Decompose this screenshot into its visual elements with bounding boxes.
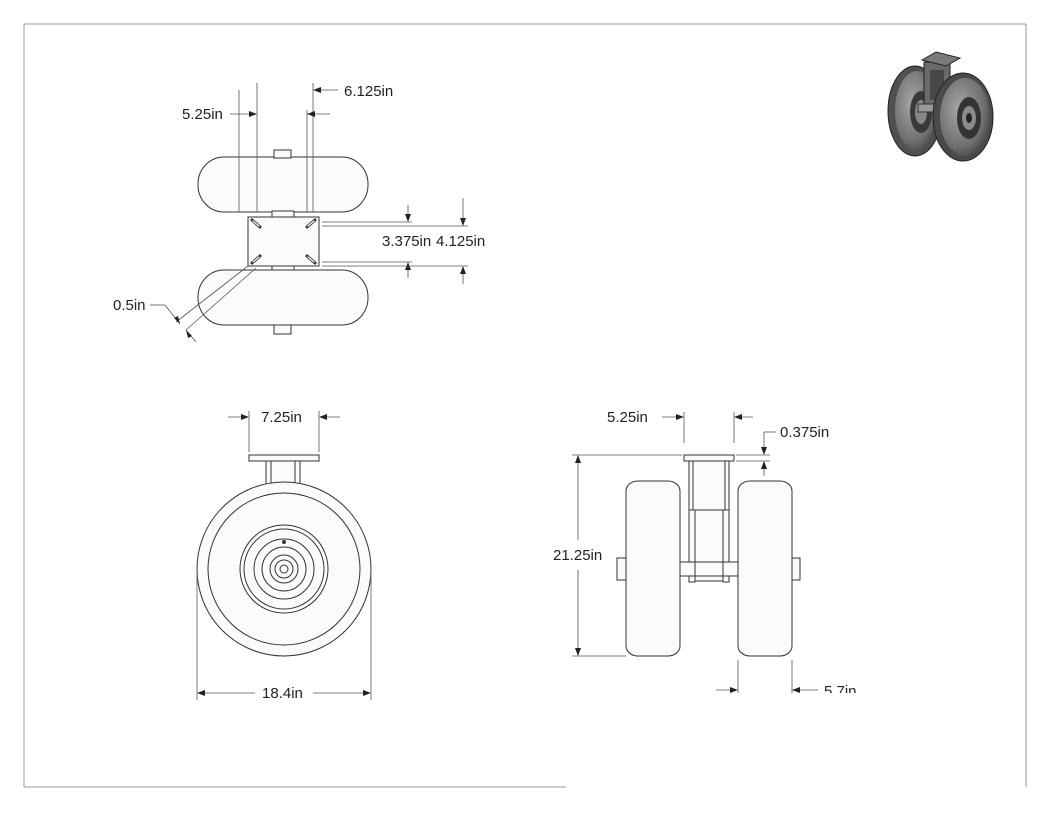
top-view-bolt-slots bbox=[250, 218, 317, 265]
dim-front-plate-width: 5.25in bbox=[607, 409, 753, 443]
dim-label-top-3-375: 3.375in bbox=[382, 233, 431, 250]
dim-label-front-0-375: 0.375in bbox=[780, 424, 829, 441]
dim-label-side-18-4: 18.4in bbox=[262, 685, 303, 702]
front-view-fork bbox=[688, 460, 730, 582]
top-view-upper-tire bbox=[197, 156, 369, 213]
dim-label-front-21-25: 21.25in bbox=[553, 547, 602, 564]
dim-top-slot: 0.5in bbox=[113, 265, 257, 343]
front-view-right-tire bbox=[737, 480, 793, 657]
dim-side-wheel-diameter: 18.4in bbox=[196, 575, 372, 702]
dim-label-top-0-5: 0.5in bbox=[113, 297, 146, 314]
dim-front-plate-thickness: 0.375in bbox=[736, 424, 829, 476]
top-view-lower-tire bbox=[197, 269, 369, 326]
dim-label-side-7-25: 7.25in bbox=[261, 409, 302, 426]
top-view-axle-nut-bottom bbox=[273, 324, 292, 335]
dim-label-front-5-25: 5.25in bbox=[607, 409, 648, 426]
dim-front-overall-height: 21.25in bbox=[553, 454, 682, 657]
dim-label-top-6-125: 6.125in bbox=[344, 83, 393, 100]
top-view: 5.25in 6.125in 3.375in bbox=[113, 83, 485, 343]
side-view: 7.25in 18.4in bbox=[196, 409, 372, 702]
dual-wheel-caster-iso-icon bbox=[887, 51, 994, 162]
top-view-axle-nut-top bbox=[273, 149, 292, 159]
dim-top-plate-width: 5.25in bbox=[182, 83, 258, 212]
dim-label-front-5-7: 5.7in bbox=[824, 683, 857, 700]
dim-label-top-4-125: 4.125in bbox=[436, 233, 485, 250]
front-view-top-plate bbox=[683, 454, 735, 462]
side-view-fork bbox=[265, 460, 301, 486]
dim-top-plate-depth: 3.375in 4.125in bbox=[322, 198, 485, 284]
dim-front-wheel-width: 5.7in bbox=[716, 660, 857, 700]
side-view-top-plate bbox=[248, 454, 320, 462]
sheet-frame bbox=[23, 23, 1027, 788]
dim-label-top-5-25: 5.25in bbox=[182, 106, 223, 123]
dim-side-plate-width: 7.25in bbox=[228, 409, 340, 452]
dim-top-bolt-spacing: 6.125in bbox=[238, 83, 393, 212]
front-view: 5.25in 0.375in 21.25in bbox=[553, 409, 857, 700]
front-view-left-tire bbox=[625, 480, 681, 657]
